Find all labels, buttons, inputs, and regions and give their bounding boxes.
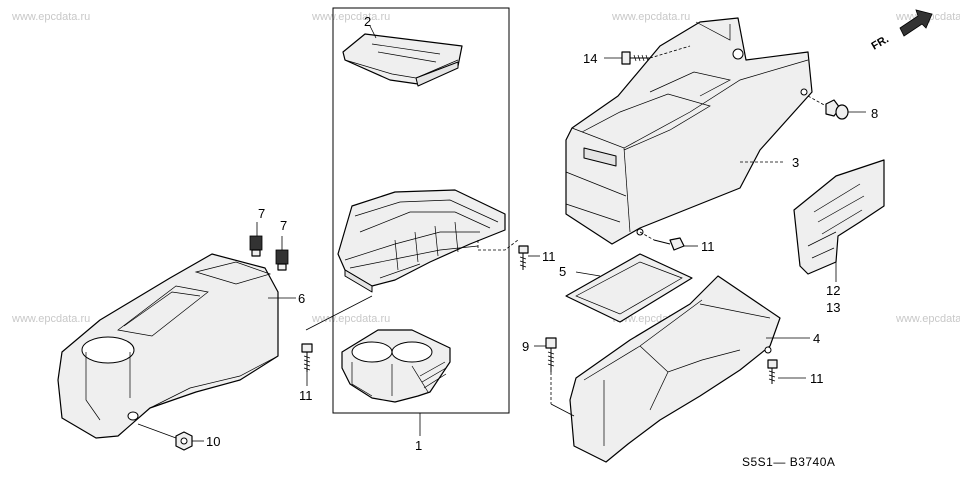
callout-8: 8 — [871, 106, 878, 121]
bolt-icon — [518, 245, 529, 270]
fastener-icon — [825, 99, 849, 120]
watermark-layer: www.epcdata.ru www.epcdata.ru www.epcdat… — [11, 11, 960, 325]
diagram-code: S5S1— B3740A — [742, 455, 835, 469]
front-direction-label: FR. — [870, 33, 891, 52]
callout-14: 14 — [583, 51, 597, 66]
callout-12: 12 — [826, 283, 840, 298]
clip-icon — [275, 249, 289, 271]
callout-2: 2 — [364, 14, 371, 29]
callout-7b: 7 — [280, 218, 287, 233]
watermark-text: www.epcdata.ru — [611, 11, 690, 23]
callout-6: 6 — [298, 291, 305, 306]
watermark-text: www.epcdata.ru — [311, 11, 390, 23]
part-12-13-label-sticker — [793, 159, 885, 282]
callout-9: 9 — [522, 339, 529, 354]
bolt-icon — [545, 337, 557, 372]
bolt-icon — [653, 237, 685, 251]
watermark-text: www.epcdata.ru — [311, 313, 390, 325]
part-3-front-console — [565, 17, 813, 245]
bolt-icon — [767, 359, 778, 384]
callout-11-tray: 11 — [542, 249, 556, 264]
callout-11-console: 11 — [701, 239, 715, 254]
part-5-mat — [565, 253, 693, 323]
part-1-center-tray — [337, 189, 506, 293]
callout-10: 10 — [206, 434, 220, 449]
watermark-text: www.epcdata.ru — [895, 313, 960, 325]
callout-4: 4 — [813, 331, 820, 346]
clip-icon — [249, 235, 263, 257]
part-2-lid — [342, 25, 463, 87]
callout-11-left: 11 — [299, 388, 313, 403]
callout-labels: 2 1 3 4 5 6 7 7 8 9 10 11 11 11 11 12 13… — [206, 14, 878, 453]
watermark-text: www.epcdata.ru — [11, 313, 90, 325]
callout-11-pocket: 11 — [810, 371, 824, 386]
arrow-icon — [899, 9, 933, 37]
bolt-icon — [301, 343, 313, 372]
part-4-lower-pocket — [569, 275, 810, 463]
watermark-text: www.epcdata.ru — [11, 11, 90, 23]
bolt-icon — [175, 431, 193, 451]
callout-13: 13 — [826, 300, 840, 315]
assembly-1-bracket — [332, 7, 510, 436]
callout-5: 5 — [559, 264, 566, 279]
callout-7a: 7 — [258, 206, 265, 221]
callout-3: 3 — [792, 155, 799, 170]
callout-1: 1 — [415, 438, 422, 453]
part-6-rear-console — [57, 253, 296, 439]
cupholder-insert — [341, 329, 451, 403]
